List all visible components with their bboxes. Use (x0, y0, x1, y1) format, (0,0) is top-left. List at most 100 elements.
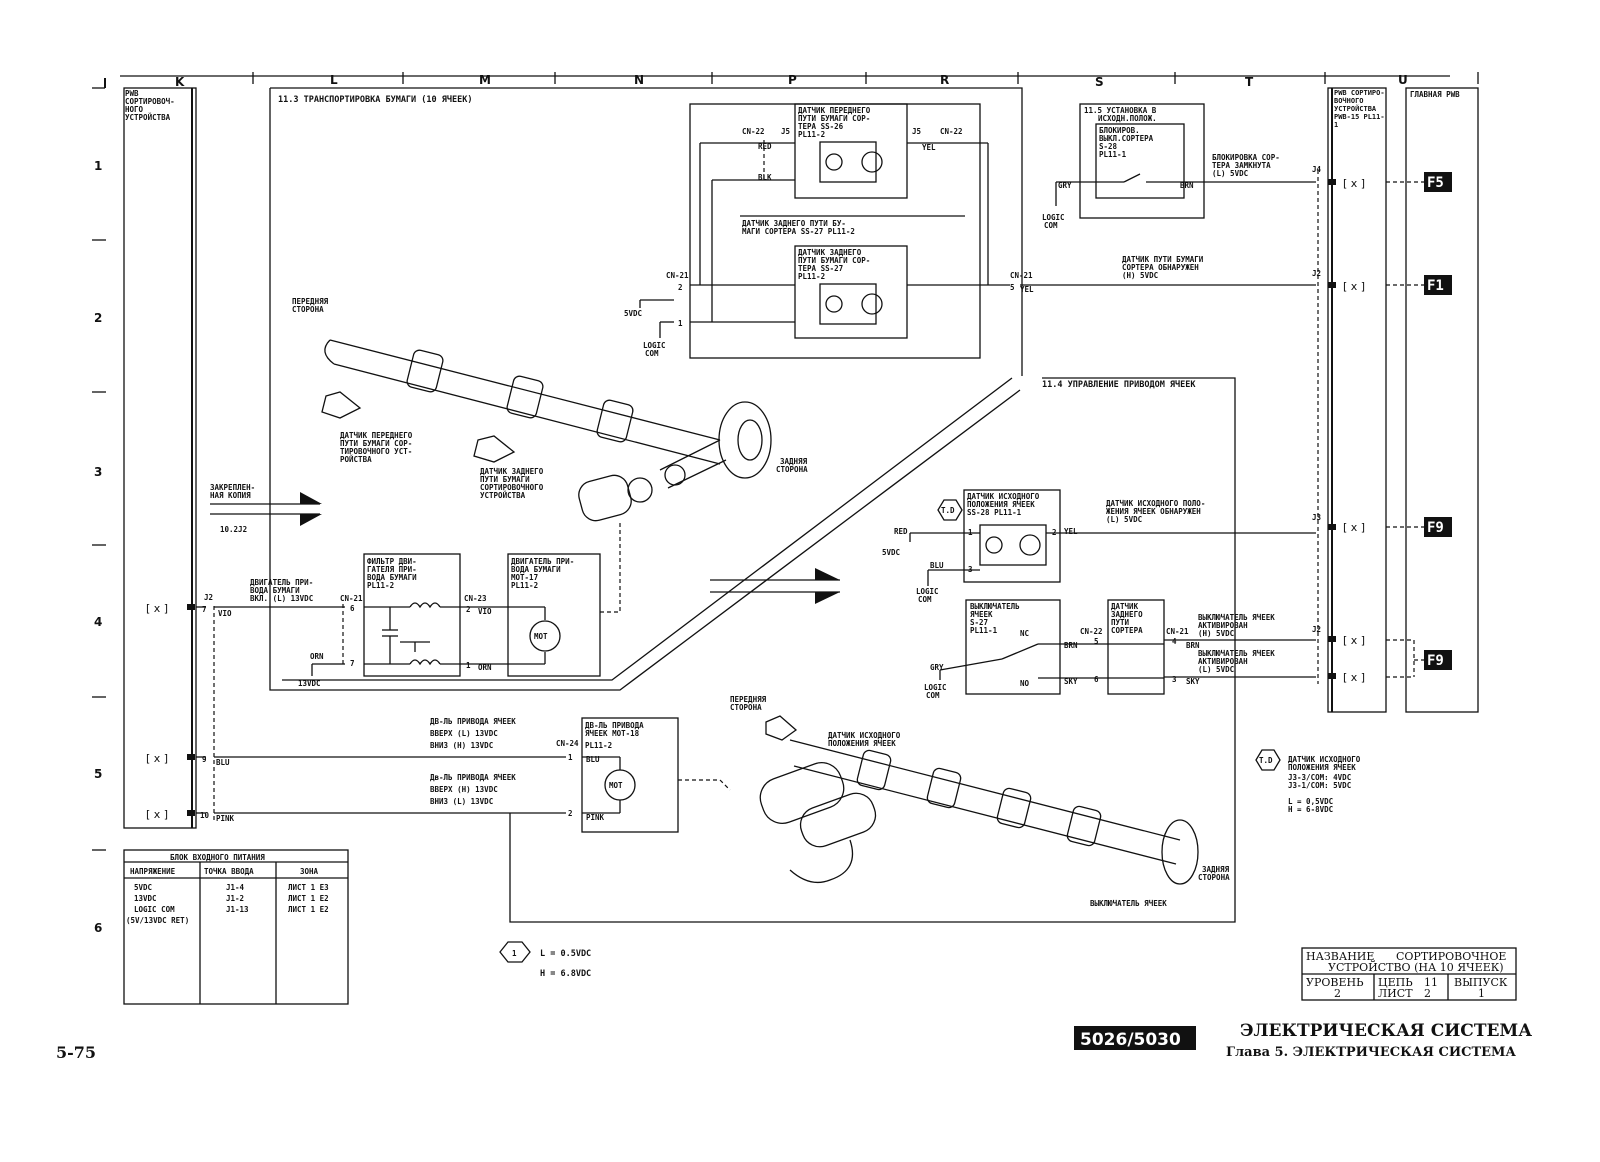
power-r3-c0: (5V/13VDC RET) (126, 916, 189, 925)
conn-cn24: CN-24 (556, 739, 579, 748)
rear-side-b-l1: ЗАДНЯЯ (1202, 865, 1230, 874)
conn-cn22-r: CN-22 (940, 127, 963, 136)
tb-chain-v: 11 (1424, 976, 1438, 989)
page-number: 5-75 (56, 1043, 96, 1062)
front-side-b-l1: ПЕРЕДНЯЯ (730, 695, 767, 704)
section-11-5: 11.5 УСТАНОВКА В ИСХОДН.ПОЛОЖ. БЛОКИРОВ.… (1042, 103, 1316, 230)
mot17-l1: ДВИГАТЕЛЬ ПРИ- (511, 557, 574, 566)
bin-drive-a1: ДВ-ЛЬ ПРИВОДА ЯЧЕЕК (430, 717, 516, 726)
td-note-l5: L = 0,5VDC (1288, 797, 1333, 806)
sw-sig2-l2: АКТИВИРОВАН (1198, 657, 1248, 666)
path-sig-l1: ДАТЧИК ПУТИ БУМАГИ (1122, 255, 1204, 264)
ss27-l3: ТЕРА SS-27 (798, 264, 843, 273)
motor-sig-l3: ВКЛ. (L) 13VDC (250, 594, 313, 603)
pwb-left: PWB СОРТИРОВОЧ-НОГО УСТРОЙСТВА [ x ] [ x… (123, 87, 215, 829)
svg-text:1: 1 (568, 753, 573, 762)
conn-cn21-b: CN-21 (1010, 271, 1033, 280)
svg-text:9: 9 (202, 755, 207, 764)
fault-u3: [ x ] (1343, 521, 1365, 534)
rear-sensor-l1: ДАТЧИК ЗАДНЕГО (480, 467, 544, 476)
fault-u1: [ x ] (1343, 177, 1365, 190)
rear-sensor-l2: ПУТИ БУМАГИ (480, 475, 530, 484)
bin-drive-illustration: ПЕРЕДНЯЯ СТОРОНА ДАТЧИК ИСХОДНОГО ПОЛОЖЕ… (730, 695, 1230, 908)
bin-drive-a2: ВВЕРХ (L) 13VDC (430, 729, 498, 738)
note1-num: 1 (512, 949, 517, 958)
volt-13vdc-a: 13VDC (298, 679, 321, 688)
wire-brn-a: BRN (1180, 181, 1194, 190)
zone-row-3: 3 (94, 465, 102, 479)
mot18-l3: PL11-2 (585, 741, 612, 750)
note1-l1: L = 0.5VDC (540, 949, 591, 959)
wire-yel-top: YEL (922, 143, 936, 152)
svg-text:3: 3 (1172, 675, 1177, 684)
wire-blk: BLK (758, 173, 772, 182)
wire-blu-a: BLU (216, 758, 230, 767)
td-note-l6: H = 6-8VDC (1288, 805, 1333, 814)
filter-l2: ГАТЕЛЯ ПРИ- (367, 565, 417, 574)
code-f9b: F9 (1427, 653, 1444, 669)
wire-blu-b: BLU (586, 755, 600, 764)
tb-chain: ЦЕПЬ (1378, 976, 1413, 989)
front-sensor-l2: ПУТИ БУМАГИ СОР- (340, 439, 412, 448)
main-pwb-label: ГЛАВНАЯ PWB (1410, 90, 1460, 99)
wire-vio-b: VIO (478, 607, 492, 616)
zone-row-4: 4 (94, 615, 102, 629)
sw-sig1-l2: АКТИВИРОВАН (1198, 621, 1248, 630)
zone-col-u: U (1398, 73, 1408, 87)
page-heading: ЭЛЕКТРИЧЕСКАЯ СИСТЕМА (1240, 1021, 1532, 1041)
wire-yel-c: YEL (1064, 527, 1078, 536)
paper-path-sensors: ДАТЧИК ПЕРЕДНЕГО ПУТИ БУМАГИ СОР- ТЕРА S… (624, 103, 1316, 359)
svg-text:6: 6 (350, 604, 355, 613)
main-pwb: ГЛАВНАЯ PWB F5 F1 F9 F9 (1405, 87, 1479, 713)
s27-l1: ВЫКЛЮЧАТЕЛЬ (970, 602, 1020, 611)
zone-col-m: M (479, 73, 491, 87)
td-note-l4: J3-1/COM: 5VDC (1288, 781, 1351, 790)
interlock-sig3: (L) 5VDC (1212, 169, 1248, 178)
wire-sky-b: SKY (1186, 677, 1200, 686)
zone-row-5: 5 (94, 767, 102, 781)
sec-11-5-l1: 11.5 УСТАНОВКА В (1084, 106, 1157, 115)
com-c: COM (918, 595, 932, 604)
td-sym-b: T.D (1259, 756, 1273, 765)
transport-illustration: ПЕРЕДНЯЯ СТОРОНА ЗАДНЯЯ СТОРОНА ДАТЧИК П… (292, 297, 808, 522)
ss28-l1: ДАТЧИК ИСХОДНОГО (967, 492, 1040, 501)
bin-home-l1: ДАТЧИК ИСХОДНОГО (828, 731, 901, 740)
tb-issue-v: 1 (1478, 987, 1485, 1000)
rear-sensor-l3: СОРТИРОВОЧНОГО (480, 483, 544, 492)
svg-text:5: 5 (1010, 283, 1015, 292)
pwb-right: PWB СОРТИРО-ВОЧНОГО УСТРОЙСТВА PWB-15 PL… (1312, 87, 1424, 713)
pwb-left-label: PWB СОРТИРОВОЧ-НОГО УСТРОЙСТВА (125, 90, 175, 122)
home-sig-l3: (L) 5VDC (1106, 515, 1142, 524)
s27-l4: PL11-1 (970, 626, 998, 635)
home-sig-l1: ДАТЧИК ИСХОДНОГО ПОЛО- (1106, 499, 1205, 508)
code-f9a: F9 (1427, 520, 1444, 536)
title-block: НАЗВАНИЕ СОРТИРОВОЧНОЕ УСТРОЙСТВО (НА 10… (1301, 947, 1517, 1001)
wire-pink-b: PINK (586, 813, 605, 822)
front-sensor-l3: ТИРОВОЧНОГО УСТ- (340, 447, 412, 456)
interlock-l3: S-28 (1099, 142, 1118, 151)
fault-k5a: [ x ] (146, 752, 168, 765)
zone-row-2: 2 (94, 311, 102, 325)
wire-orn-a: ORN (310, 652, 324, 661)
mot18-l1: ДВ-ЛЬ ПРИВОДА (585, 721, 644, 730)
stapled-l2: НАЯ КОПИЯ (210, 491, 251, 500)
section-11-4-title: 11.4 УПРАВЛЕНИЕ ПРИВОДОМ ЯЧЕЕК (1042, 380, 1196, 390)
interlock-l2: ВЫКЛ.СОРТЕРА (1099, 134, 1154, 143)
ss27-l2: ПУТИ БУМАГИ СОР- (798, 256, 870, 265)
power-r2-c1: J1-13 (226, 905, 249, 914)
rear-path-l1: ДАТЧИК (1111, 602, 1139, 611)
svg-text:2: 2 (678, 283, 683, 292)
svg-text:2: 2 (466, 605, 471, 614)
zone-col-t: T (1245, 75, 1254, 89)
fault-k4: [ x ] (146, 602, 168, 615)
sw-sig2-l3: (L) 5VDC (1198, 665, 1234, 674)
bin-drive-circuit: ДВ-ЛЬ ПРИВОДА ЯЧЕЕК ВВЕРХ (L) 13VDC ВНИЗ… (214, 377, 1236, 923)
wire-gry-a: GRY (1058, 181, 1072, 190)
code-f5: F5 (1427, 175, 1444, 191)
ss28-l3: SS-28 PL11-1 (967, 508, 1022, 517)
fault-u4b: [ x ] (1343, 671, 1365, 684)
bin-drive-b2: ВВЕРХ (H) 13VDC (430, 785, 498, 794)
fault-u2: [ x ] (1343, 280, 1365, 293)
power-title: БЛОК ВХОДНОГО ПИТАНИЯ (170, 853, 265, 862)
tb-level-v: 2 (1334, 987, 1341, 1000)
